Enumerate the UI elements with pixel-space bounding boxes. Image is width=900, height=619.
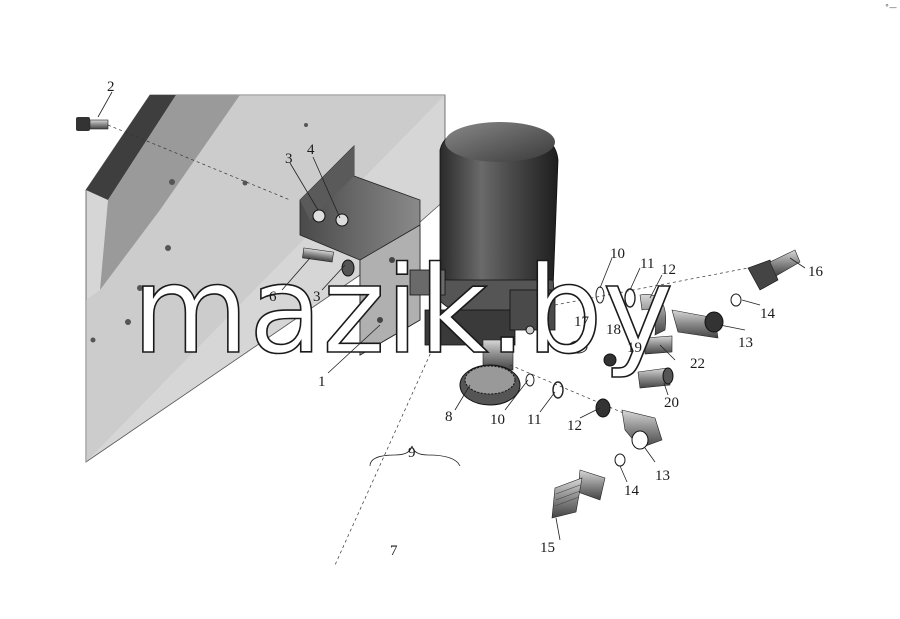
callout-labels: 2 3 4 6 3 1 8 9 7 10 11 12 13 14 15 10 1… [107,79,824,559]
fitting-15 [551,469,606,519]
frame-holes [90,123,308,343]
corner-mark: °— [885,3,897,12]
callout-9: 9 [408,445,416,461]
callout-3-upper: 3 [285,151,293,167]
brace-9 [369,445,461,467]
bolt-2 [76,117,291,201]
callout-10-upper: 10 [610,246,625,262]
bolt-6 [302,247,355,277]
callout-13-upper: 13 [738,335,753,351]
callout-19: 19 [627,340,642,356]
callout-11-lower: 11 [527,412,541,428]
callout-14-lower: 14 [624,483,640,499]
callout-17: 17 [574,314,590,330]
valve-8 [459,339,521,406]
callout-4: 4 [307,142,315,158]
callout-15: 15 [540,540,555,556]
mounting-bracket [299,145,421,356]
assembly-axis [334,309,451,566]
lower-fittings [509,364,663,519]
callout-8: 8 [445,409,453,425]
callout-22: 22 [690,356,705,372]
callout-3-lower: 3 [313,289,321,305]
callout-6: 6 [269,289,277,305]
callout-18: 18 [606,322,621,338]
callout-7: 7 [390,543,398,559]
leader-lines [97,91,806,541]
callout-12-upper: 12 [661,262,676,278]
callout-2: 2 [107,79,115,95]
callout-1: 1 [318,374,326,390]
callout-12-lower: 12 [567,418,582,434]
watermark-text: mazik.by [132,242,674,381]
upper-fittings [554,249,801,389]
callout-11-upper: 11 [640,256,654,272]
callout-13-lower: 13 [655,468,670,484]
callout-10-lower: 10 [490,412,505,428]
callout-20: 20 [664,395,679,411]
callout-16: 16 [808,264,824,280]
air-dryer [409,122,559,346]
callout-14-upper: 14 [760,306,776,322]
